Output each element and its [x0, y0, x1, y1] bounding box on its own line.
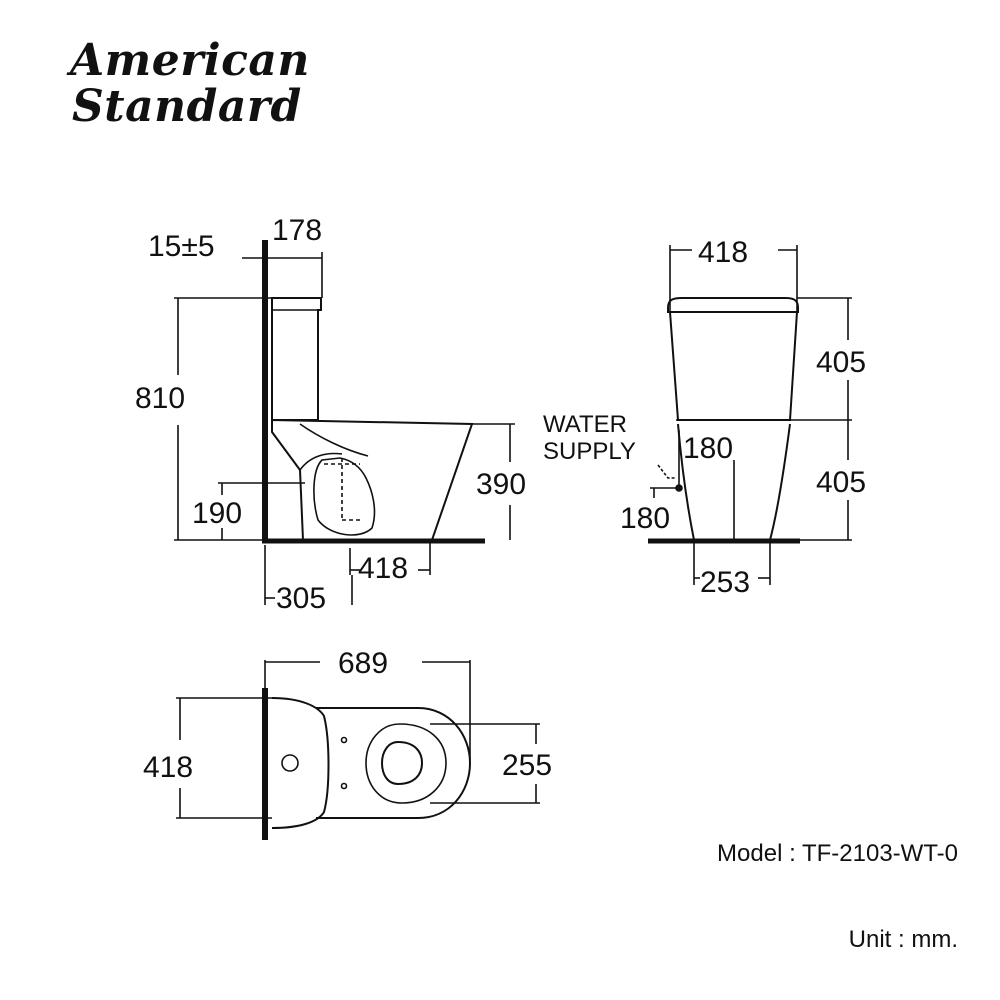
side-wall-gap-label: 15±5 [148, 230, 215, 263]
water-supply-leader [657, 464, 676, 479]
model-label: Model : TF-2103-WT-0 [717, 840, 958, 867]
american-standard-logo: American Standard [70, 38, 310, 130]
front-tank-height-label: 405 [816, 346, 866, 379]
top-view: 689 418 255 [143, 647, 552, 840]
logo-line-1: American [70, 35, 310, 86]
top-tank-outline [271, 697, 330, 829]
front-bowl-height-label: 405 [816, 466, 866, 499]
side-total-height-label: 810 [135, 382, 185, 415]
side-bowl-height-label: 390 [476, 468, 526, 501]
water-supply-label-line1: WATER [543, 411, 627, 438]
top-seat-outline [365, 723, 447, 804]
unit-label: Unit : mm. [848, 926, 958, 953]
front-supply-height-label: 180 [620, 502, 670, 535]
water-supply-label-line2: SUPPLY [543, 438, 636, 465]
side-bowl-outline [271, 418, 474, 541]
side-trapway-dashed [324, 458, 360, 521]
front-view: 418 405 405 WATER SUPPLY 180 180 253 [543, 236, 866, 599]
top-length-label: 689 [338, 647, 388, 680]
top-seat-hinge-b [340, 782, 348, 790]
front-tank-lid [667, 297, 799, 313]
top-tank-button [281, 754, 299, 772]
side-tank-depth-label: 178 [272, 214, 322, 247]
top-width-label: 418 [143, 751, 193, 784]
front-supply-offset-label: 180 [683, 432, 733, 465]
front-width-label: 418 [698, 236, 748, 269]
side-outlet-to-front-label: 418 [358, 552, 408, 585]
top-bowl-outline [316, 707, 472, 819]
top-seat-hinge-a [340, 736, 348, 744]
side-trapway [313, 457, 376, 536]
top-bowl-opening [380, 740, 424, 786]
side-tank-outline [271, 297, 322, 421]
logo-line-2: Standard [72, 81, 302, 132]
side-outlet-height-label: 190 [192, 497, 242, 530]
side-bowl-contour [299, 423, 369, 471]
side-view: 15±5 178 810 190 390 418 305 [135, 214, 526, 615]
top-bowl-width-label: 255 [502, 749, 552, 782]
side-wall-to-outlet-label: 305 [276, 582, 326, 615]
front-base-width-label: 253 [700, 566, 750, 599]
front-tank-outline [669, 311, 798, 421]
